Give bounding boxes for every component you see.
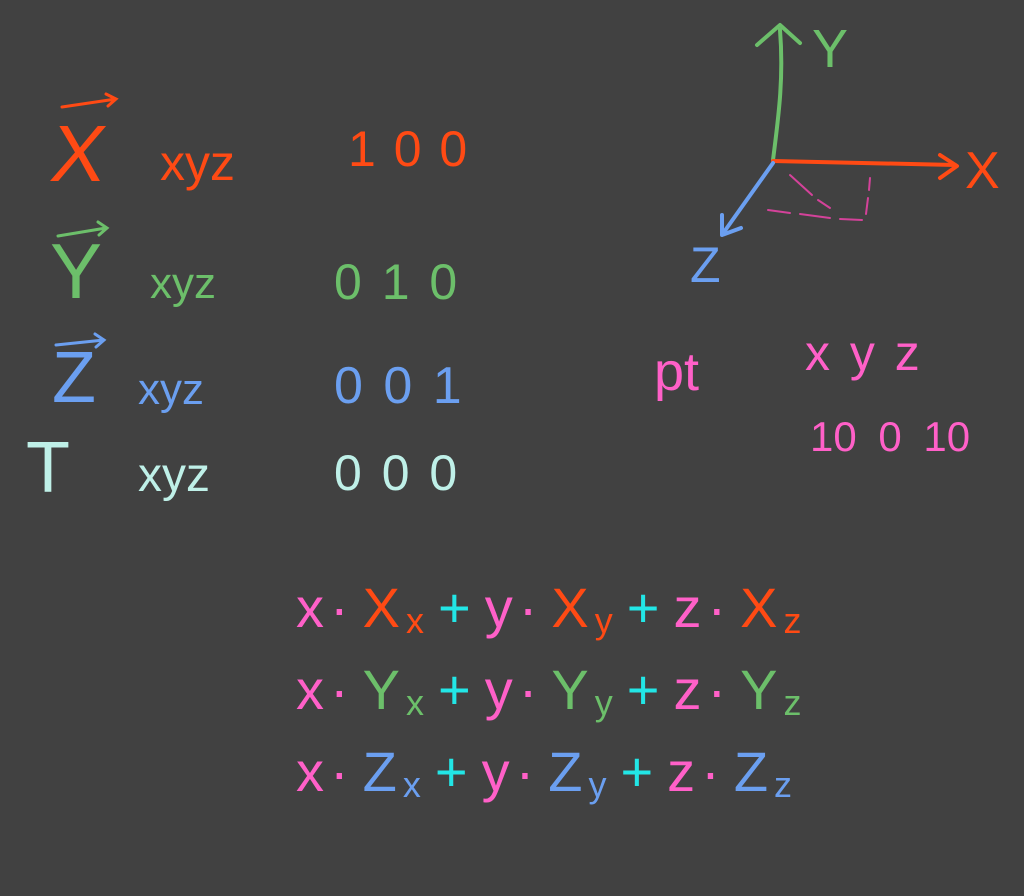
vector-z-coords: xyz [138,365,204,414]
vector-z-value: 0 0 1 [334,357,462,415]
equation-token: x [406,682,425,723]
equation-token: + [438,576,471,639]
equation-token: z [673,658,702,721]
equation-token: · [515,740,535,803]
equation-token: z [673,576,702,639]
equation-token: x [296,658,324,721]
equation-token: x [406,600,425,641]
equation-token: · [330,576,349,639]
equation-token: Y [362,658,401,721]
axis-label-x: X [965,142,1000,200]
equation-token: y [594,600,613,641]
vector-t-value: 0 0 0 [334,445,458,501]
z-vector-arrow [54,332,107,349]
equation-token: Z [548,740,583,803]
equation-token: + [626,658,660,721]
equation-token: Y [551,658,589,721]
equation-token: X [362,576,401,639]
equation-token: Z [362,740,397,803]
y-axis-line [771,28,784,162]
vector-t-coords: xyz [138,449,210,502]
equation-token: X [551,576,589,639]
x-vector-arrow [60,92,119,109]
axis-label-z: Z [690,237,721,293]
equation-token: · [707,576,727,639]
y-axis-arrowhead [755,23,802,47]
vector-y-coords: xyz [150,259,216,308]
equation-token: y [594,682,613,723]
equation-token: z [667,740,696,803]
equation-token: Y [740,658,778,721]
equation-token: · [330,740,349,803]
equation-token: · [330,658,349,721]
y-vector-arrow [56,220,110,238]
equation-token: · [518,658,538,721]
equation-token: z [783,600,802,641]
equation-token: z [783,682,802,723]
vector-y-name: Y [50,227,103,315]
vector-x-value: 1 0 0 [348,121,468,177]
projection-dashes [767,174,871,221]
equation-token: · [518,576,538,639]
equation-token: · [707,658,727,721]
equation-token: x [402,764,421,805]
equation-token: x [296,576,324,639]
vector-y-value: 0 1 0 [334,254,458,310]
point-label: pt [654,342,700,402]
vector-x-coords: xyz [160,135,235,191]
equation-token: Z [733,740,769,803]
equation-token: + [626,576,660,639]
z-axis-arrowhead [720,213,743,237]
vector-t-name: T [26,428,70,508]
equation-token: y [481,740,510,803]
axis-label-y: Y [812,19,849,79]
z-axis-line [722,161,775,234]
equation-token: y [588,764,607,805]
equation-token: + [438,658,471,721]
vector-x-name: X [45,109,112,198]
equation-token: + [434,740,468,803]
point-coords: x y z [805,325,920,381]
equation-token: y [484,658,513,721]
equation-token: X [740,576,778,639]
equation-token: · [701,740,720,803]
equation-token: x [296,740,324,803]
x-axis-arrowhead [938,153,959,180]
equation-token: + [620,740,654,803]
equation-token: z [774,764,793,805]
point-values: 10 0 10 [810,413,971,460]
x-axis-line [771,159,957,167]
equation-token: y [484,576,513,639]
vector-z-name: Z [52,338,96,418]
